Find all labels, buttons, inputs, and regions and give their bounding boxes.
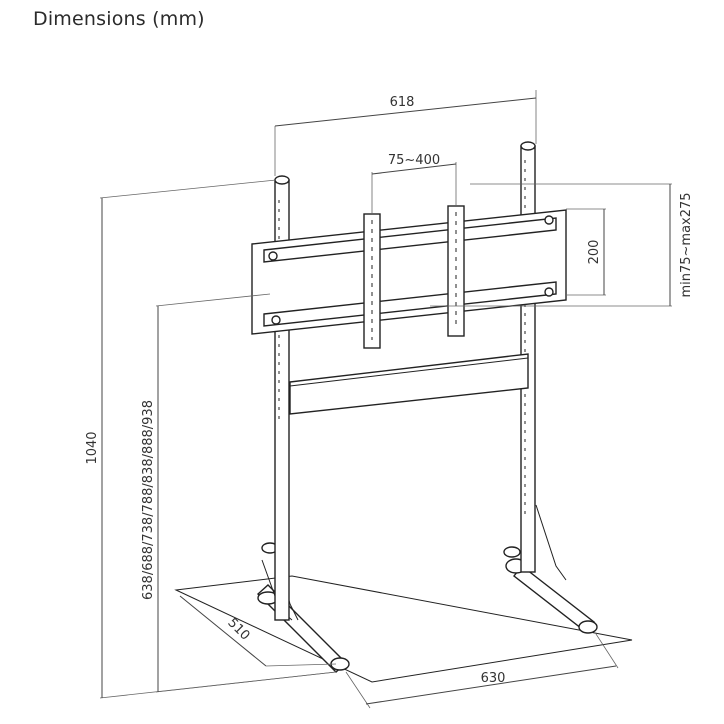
dim-200 xyxy=(566,208,606,296)
label-1040: 1040 xyxy=(85,431,100,464)
left-vesa-bracket xyxy=(363,213,381,349)
left-foot xyxy=(256,542,350,673)
floor-footprint xyxy=(174,575,633,683)
label-630: 630 xyxy=(481,671,506,686)
dim-510 xyxy=(179,595,337,667)
right-foot xyxy=(503,504,598,634)
dim-vertical-range xyxy=(430,183,672,307)
page-title: Dimensions (mm) xyxy=(33,8,205,30)
cross-shelf xyxy=(289,353,529,415)
label-mount-heights: 638/688/738/788/838/888/938 xyxy=(141,400,156,600)
label-75-400: 75~400 xyxy=(388,153,440,168)
dim-618 xyxy=(274,90,537,176)
label-618: 618 xyxy=(390,95,415,110)
mounting-frame xyxy=(251,209,567,335)
label-510: 510 xyxy=(224,615,252,643)
dim-630 xyxy=(345,633,619,709)
dim-75-400 xyxy=(371,162,457,214)
dim-mount-heights xyxy=(155,293,337,693)
label-200: 200 xyxy=(587,240,602,265)
label-vertical-range: min75~max275 xyxy=(679,192,694,297)
right-vesa-bracket xyxy=(447,205,465,337)
